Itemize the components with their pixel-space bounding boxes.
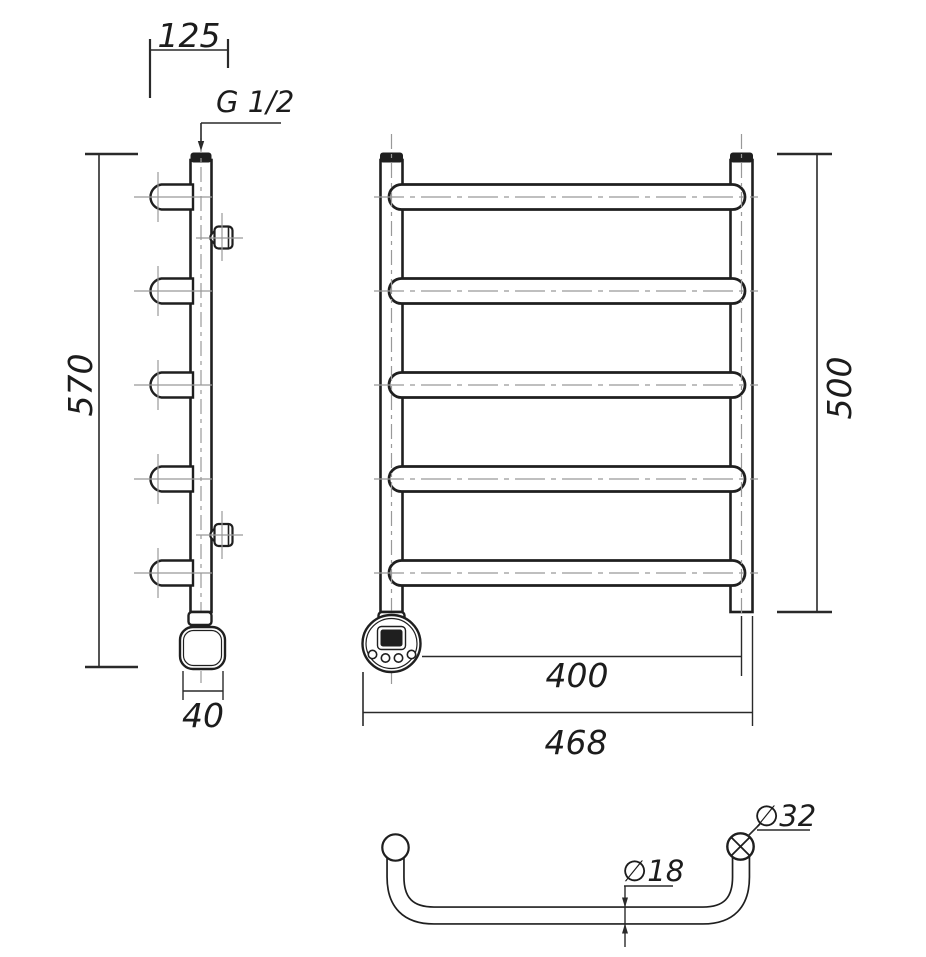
dimension-468 — [362, 616, 754, 726]
side-centerlines — [134, 138, 212, 683]
side-collar — [187, 610, 213, 627]
top-view — [381, 832, 755, 925]
collector-section-cross — [730, 836, 751, 857]
side-heating-element-inner — [182, 629, 223, 667]
bracket-crosshairs — [196, 213, 243, 559]
bar-outline-outer — [386, 848, 751, 925]
side-heating-element-outer — [178, 625, 227, 671]
dimension-labels: 125 G 1/2 570 40 500 400 468 ∅32 ∅18 — [61, 16, 859, 888]
dim-arrow-up — [622, 923, 628, 934]
heating-element-inner — [365, 617, 418, 670]
element-buttons — [367, 649, 417, 663]
side-wall-brackets — [209, 225, 234, 548]
label-top-width: 125 — [158, 16, 221, 55]
element-button — [406, 649, 417, 660]
element-display-screen — [380, 629, 403, 647]
label-overall-height: 570 — [61, 354, 100, 417]
element-button — [367, 649, 378, 660]
label-element-width: 40 — [182, 696, 224, 735]
side-view — [134, 138, 243, 683]
label-collector-diameter: ∅32 — [754, 799, 816, 833]
bar-end-circle — [381, 833, 410, 862]
element-button — [393, 652, 404, 663]
label-axle-distance: 400 — [546, 656, 609, 695]
dimension-400 — [422, 616, 743, 676]
front-view — [361, 134, 758, 684]
dimension-dia18 — [622, 885, 673, 947]
label-rail-height: 500 — [820, 357, 859, 420]
label-thread-size: G 1/2 — [216, 85, 294, 119]
element-button — [380, 652, 391, 663]
leader-line — [747, 823, 761, 837]
front-centerlines — [374, 134, 758, 684]
dimension-125 — [148, 39, 230, 98]
dimensions — [85, 39, 832, 947]
dimension-40 — [182, 671, 224, 700]
dimension-570 — [85, 152, 138, 669]
dimension-dia32 — [747, 823, 810, 837]
label-bar-diameter: ∅18 — [622, 854, 684, 888]
side-top-cap — [190, 152, 212, 163]
bar-outline-inner — [387, 848, 749, 924]
thread-leader — [197, 122, 281, 151]
dim-arrow-down — [622, 897, 628, 908]
label-overall-width: 468 — [545, 723, 608, 762]
dimension-500 — [777, 152, 832, 614]
leader-arrow — [197, 141, 205, 151]
cross-line — [730, 836, 751, 857]
